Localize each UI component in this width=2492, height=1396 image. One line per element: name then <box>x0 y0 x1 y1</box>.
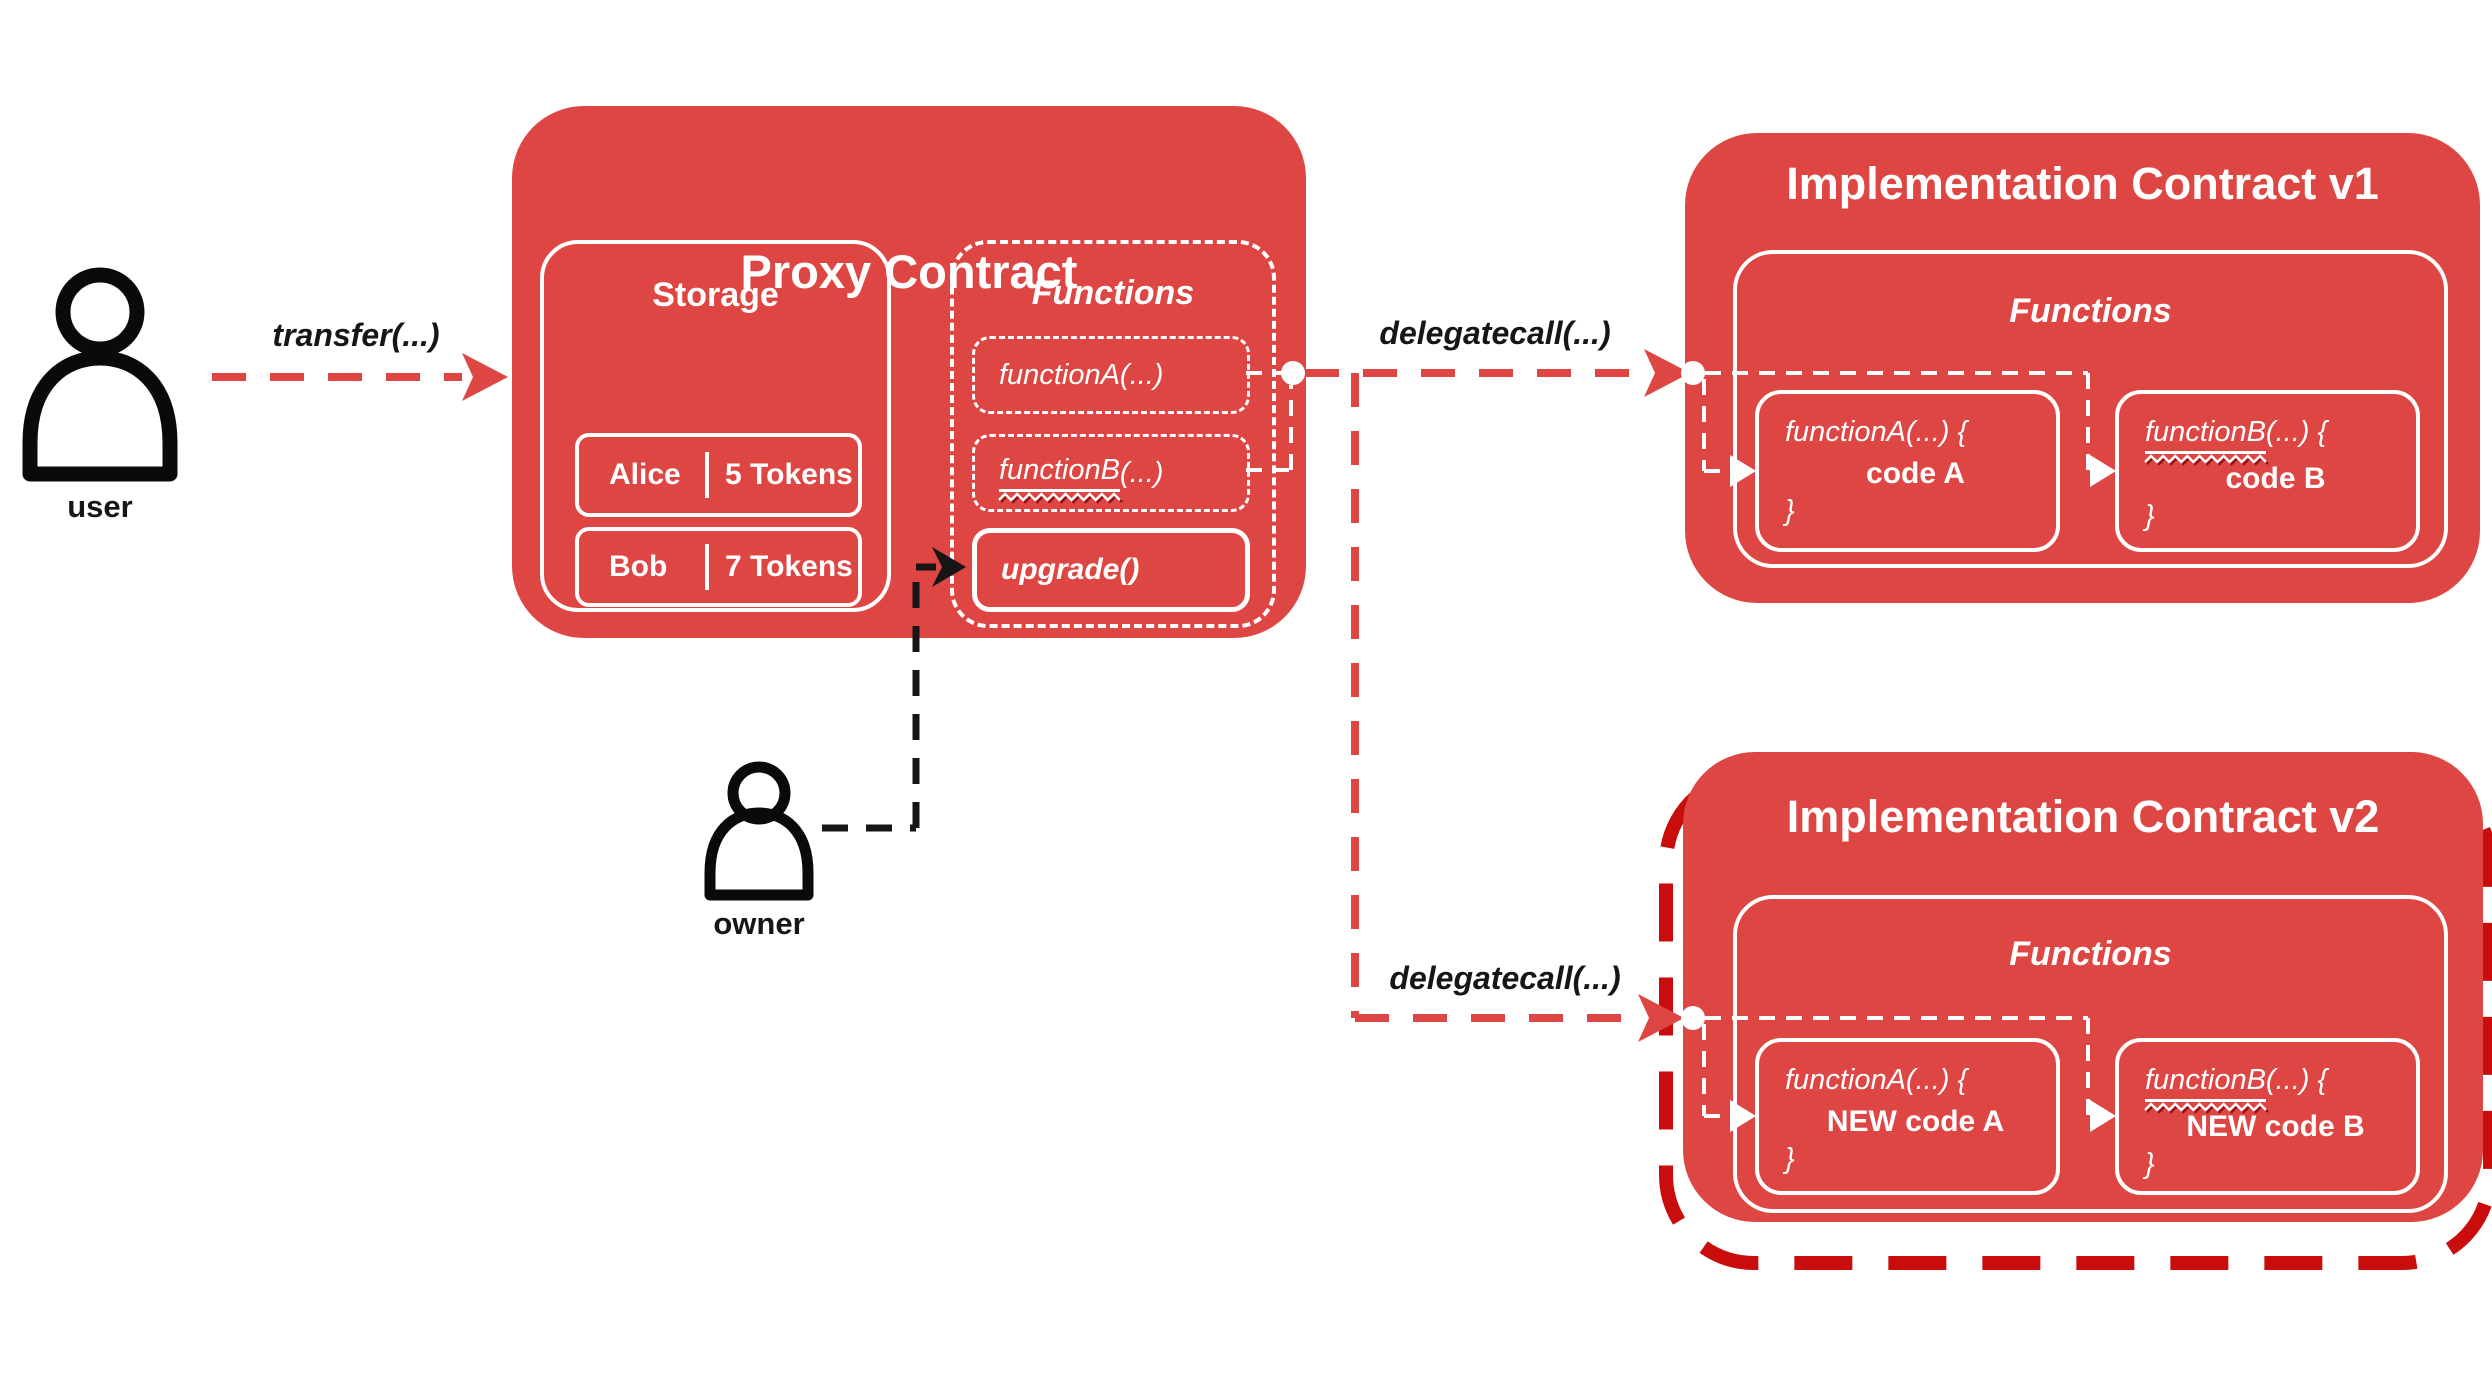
functionB-name: functionB <box>2144 416 2267 464</box>
proxy-functions-box: Functions functionA(...) functionB(...) … <box>950 240 1276 628</box>
owner-icon-head <box>727 761 791 825</box>
proxy-functionA-item: functionA(...) <box>972 336 1250 414</box>
user-label: user <box>67 489 133 524</box>
squiggle-underline <box>998 492 1121 502</box>
upgrade-label: upgrade() <box>1001 553 1140 586</box>
closing-brace: } <box>1785 1143 1795 1175</box>
impl-v1-functions-title: Functions <box>2009 292 2172 330</box>
delegatecall-v1-label: delegatecall(...) <box>1379 315 1611 351</box>
functionA-body: NEW code A <box>1826 1105 2005 1138</box>
proxy-functionB-item: functionB(...) <box>972 434 1250 512</box>
owner-label: owner <box>713 906 805 941</box>
storage-row-alice: Alice 5 Tokens <box>575 433 862 517</box>
impl-v2-functionB-box: functionB(...) { NEW code B } <box>2115 1038 2420 1195</box>
impl-v2-functionA-box: functionA(...) { NEW code A } <box>1755 1038 2060 1195</box>
storage-row-name: Alice <box>609 458 681 491</box>
impl-v1-box: Implementation Contract v1 Functions fun… <box>1685 133 2480 603</box>
impl-v1-title: Implementation Contract v1 <box>1786 158 2379 209</box>
delegatecall-v1-arrowhead <box>1644 349 1690 397</box>
delegatecall-v2-arrowhead <box>1638 994 1684 1042</box>
storage-row-tokens: 7 Tokens <box>725 550 853 583</box>
proxy-functions-title: Functions <box>1031 274 1195 312</box>
functionB-name: functionB <box>998 454 1121 502</box>
storage-row-divider <box>705 544 709 590</box>
proxy-storage-box: Storage Alice 5 Tokens Bob 7 Tokens <box>540 240 891 612</box>
owner-icon-body <box>704 807 814 901</box>
functionB-body: NEW code B <box>2186 1110 2365 1143</box>
impl-v2-title: Implementation Contract v2 <box>1786 791 2380 842</box>
storage-row-divider <box>705 452 709 498</box>
impl-v2-box: Implementation Contract v2 Functions fun… <box>1683 752 2483 1222</box>
storage-row-bob: Bob 7 Tokens <box>575 527 862 607</box>
functionA-body: code A <box>1866 457 1965 490</box>
proxy-upgrade-item: upgrade() <box>972 528 1250 612</box>
delegatecall-v2-label: delegatecall(...) <box>1389 960 1621 996</box>
storage-title: Storage <box>652 276 779 314</box>
functionA-args: (...) { <box>1905 1064 1968 1096</box>
user-icon-head <box>55 267 145 357</box>
closing-brace: } <box>2145 1148 2155 1180</box>
functionA-name: functionA <box>999 358 1120 391</box>
closing-brace: } <box>2145 500 2155 532</box>
functionB-body: code B <box>2225 462 2326 495</box>
functionA-name: functionA <box>1785 416 1906 448</box>
storage-row-name: Bob <box>609 550 668 583</box>
transfer-label: transfer(...) <box>272 317 440 353</box>
closing-brace: } <box>1785 495 1795 527</box>
functionB-args: (...) { <box>2265 416 2328 448</box>
functionB-args: (...) <box>1119 456 1164 489</box>
squiggle-underline <box>2144 454 2267 464</box>
squiggle-underline <box>2144 1102 2267 1112</box>
functionA-args: (...) <box>1119 358 1164 391</box>
functionB-name: functionB <box>2144 1064 2267 1112</box>
functionA-name: functionA <box>1785 1064 1906 1096</box>
storage-row-tokens: 5 Tokens <box>725 458 853 491</box>
impl-v2-functions-title: Functions <box>2009 935 2172 973</box>
proxy-contract-box: Proxy Contract Storage Alice 5 Tokens Bo… <box>512 106 1306 638</box>
impl-v1-functionA-box: functionA(...) { code A } <box>1755 390 2060 552</box>
functionB-args: (...) { <box>2265 1064 2328 1096</box>
transfer-arrowhead <box>462 353 508 401</box>
impl-v1-functionB-box: functionB(...) { code B } <box>2115 390 2420 552</box>
functionA-args: (...) { <box>1905 416 1968 448</box>
proxy-contract-title: Proxy Contract <box>740 245 1078 298</box>
user-icon-body <box>22 350 178 482</box>
